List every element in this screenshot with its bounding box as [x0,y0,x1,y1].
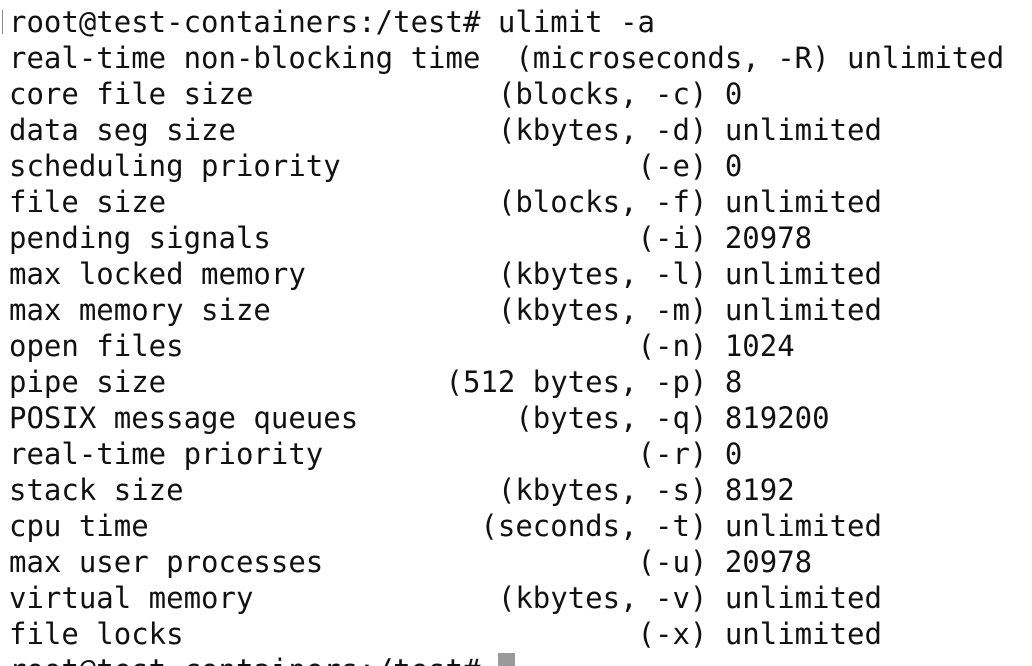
prompt-line[interactable]: root@test-containers:/test# [9,652,1004,666]
ulimit-row-core-file-size: core file size (blocks, -c) 0 [9,77,743,111]
ulimit-row-max-memory-size: max memory size (kbytes, -m) unlimited [9,293,882,327]
ulimit-row-data-seg-size: data seg size (kbytes, -d) unlimited [9,113,882,147]
command-line: root@test-containers:/test# ulimit -a [9,5,656,39]
prompt-text: root@test-containers:/test# [9,653,480,666]
terminal-screen: root@test-containers:/test# ulimit -a re… [9,4,1004,666]
ulimit-row-max-locked-memory: max locked memory (kbytes, -l) unlimited [9,257,882,291]
ulimit-row-stack-size: stack size (kbytes, -s) 8192 [9,473,795,507]
ulimit-row-cpu-time: cpu time (seconds, -t) unlimited [9,509,882,543]
text-cursor [497,653,515,666]
ulimit-row-open-files: open files (-n) 1024 [9,329,795,363]
ulimit-row-file-locks: file locks (-x) unlimited [9,617,882,651]
ulimit-row-scheduling-priority: scheduling priority (-e) 0 [9,149,743,183]
ulimit-row-pipe-size: pipe size (512 bytes, -p) 8 [9,365,743,399]
ulimit-row-real-time-priority: real-time priority (-r) 0 [9,437,743,471]
ulimit-row-pending-signals: pending signals (-i) 20978 [9,221,813,255]
ulimit-row-real-time-non-blocking-time: real-time non-blocking time (microsecond… [9,41,1005,75]
ulimit-row-max-user-processes: max user processes (-u) 20978 [9,545,813,579]
ulimit-row-virtual-memory: virtual memory (kbytes, -v) unlimited [9,581,882,615]
terminal-edge-marker [2,10,3,34]
ulimit-row-posix-message-queues: POSIX message queues (bytes, -q) 819200 [9,401,830,435]
ulimit-row-file-size: file size (blocks, -f) unlimited [9,185,882,219]
